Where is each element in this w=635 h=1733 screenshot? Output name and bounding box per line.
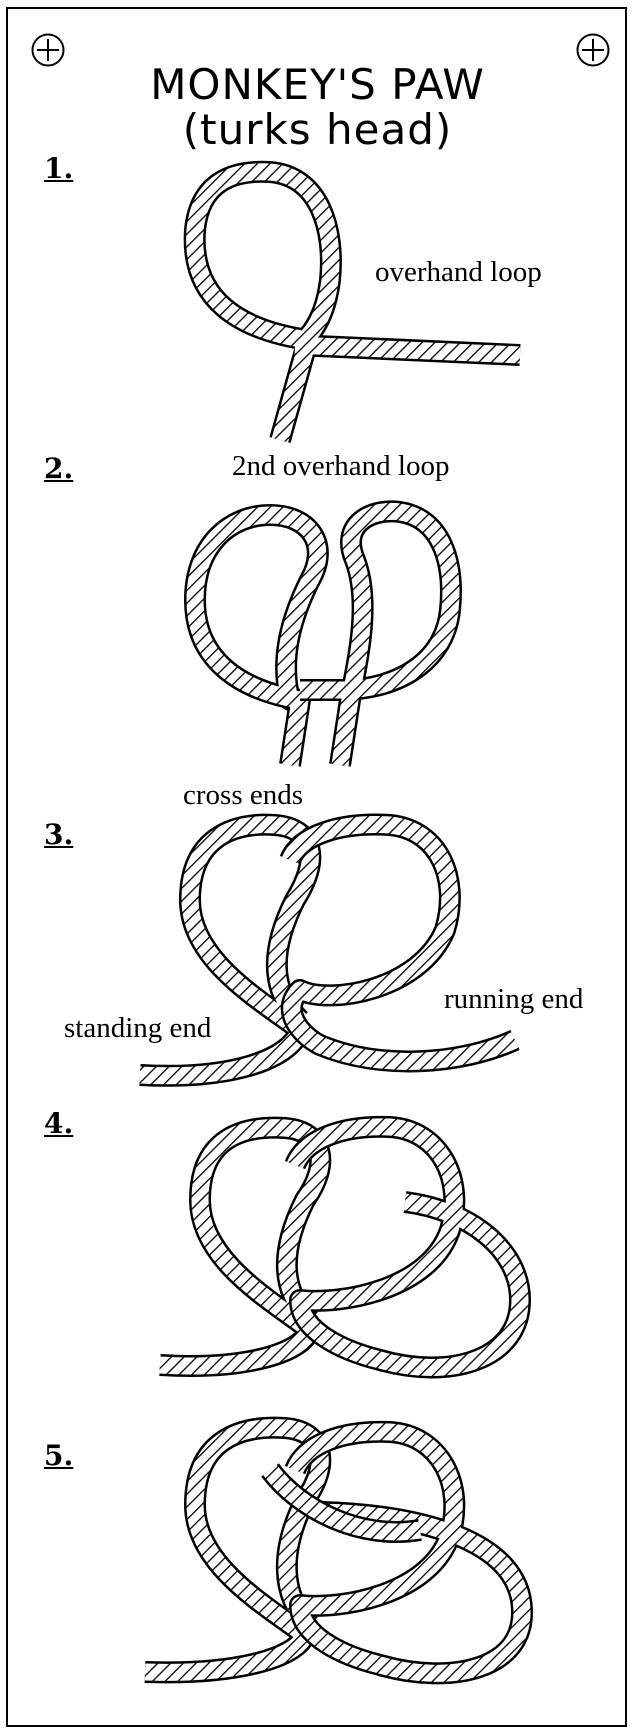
step-4-rope — [160, 1127, 520, 1368]
step-1-rope — [195, 172, 520, 440]
step-5-rope — [145, 1428, 522, 1674]
step-2-rope — [195, 511, 451, 765]
step-3-rope — [140, 825, 515, 1076]
